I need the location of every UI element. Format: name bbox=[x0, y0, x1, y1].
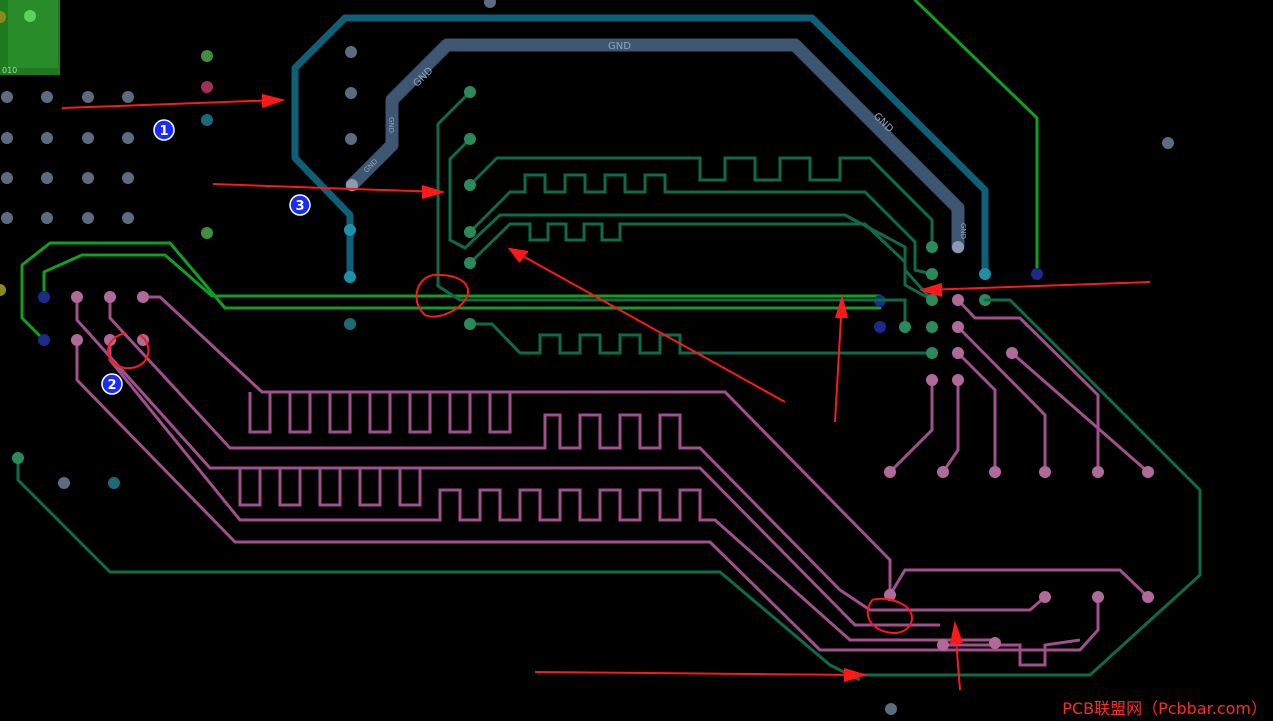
marker-label: 2 bbox=[107, 378, 116, 393]
pink-vias bbox=[71, 291, 1154, 651]
component-label: 010 bbox=[2, 66, 17, 75]
annotations bbox=[61, 94, 1151, 691]
teal-trace-right[interactable] bbox=[858, 298, 1202, 677]
blue-trace[interactable] bbox=[291, 14, 989, 281]
gnd-trace[interactable] bbox=[345, 38, 965, 254]
marker-1[interactable]: 1 bbox=[153, 119, 175, 141]
marker-3[interactable]: 3 bbox=[289, 194, 311, 216]
marker-2[interactable]: 2 bbox=[101, 373, 123, 395]
teal-traces[interactable] bbox=[16, 90, 934, 682]
component-pad[interactable]: 010 bbox=[0, 0, 60, 75]
marker-label: 3 bbox=[295, 199, 304, 214]
misc-vias bbox=[0, 0, 1174, 715]
blue-vias bbox=[344, 46, 991, 330]
watermark: PCB联盟网（Pcbbar.com） bbox=[1062, 699, 1267, 718]
gnd-label: GND bbox=[959, 223, 967, 239]
via-grid bbox=[1, 91, 134, 224]
marker-label: 1 bbox=[159, 124, 168, 139]
gnd-label: GND bbox=[608, 41, 631, 52]
gnd-label: GND bbox=[387, 117, 395, 133]
teal-vias bbox=[12, 86, 991, 464]
green-traces[interactable] bbox=[20, 0, 1039, 342]
pink-traces[interactable] bbox=[75, 295, 1150, 667]
gnd-via-right bbox=[952, 241, 964, 253]
gnd-labels: GND GND GND GND GND GND bbox=[362, 41, 967, 239]
